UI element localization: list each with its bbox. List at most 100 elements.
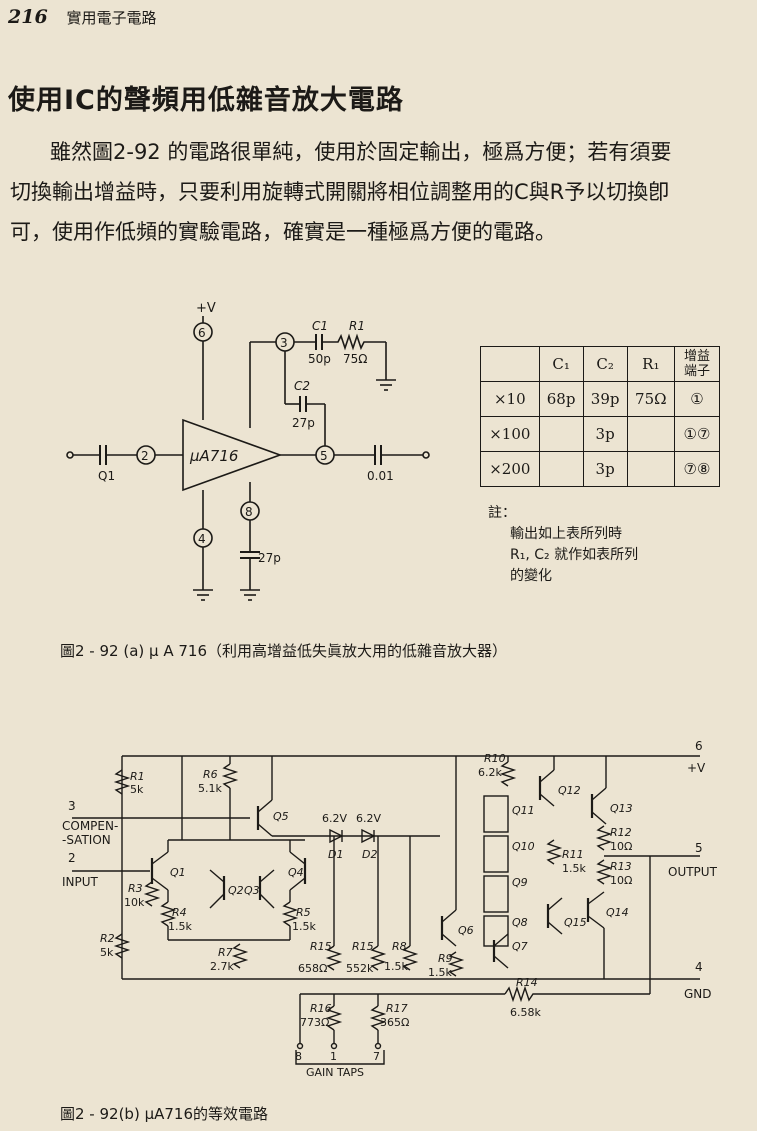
svg-text:2.7k: 2.7k [210,960,234,973]
svg-text:8: 8 [295,1050,302,1063]
table-note: 註： 輸出如上表所列時 R₁, C₂ 就作如表所列 的變化 [488,503,638,587]
svg-text:Q11: Q11 [512,804,535,817]
svg-text:10Ω: 10Ω [610,840,632,853]
svg-text:R7: R7 [218,946,233,959]
q7-transistor [492,933,509,969]
page-number: 216 [8,6,48,28]
svg-text:5: 5 [695,841,703,855]
svg-text:C2: C2 [294,379,310,393]
figure-a-caption: 圖2 - 92 (a) μ A 716（利用高增益低失眞放大用的低雜音放大器） [60,642,507,660]
svg-text:5k: 5k [130,783,144,796]
book-title: 實用電子電路 [66,9,157,27]
svg-text:1.5k: 1.5k [384,960,408,973]
svg-text:R8: R8 [392,940,407,953]
svg-text:Q6: Q6 [458,924,474,937]
svg-text:Q1: Q1 [170,866,186,879]
svg-text:75Ω: 75Ω [343,352,367,366]
svg-text:R17: R17 [386,1002,408,1015]
svg-text:R10: R10 [484,752,506,765]
tap-8-terminal [296,1042,304,1050]
svg-text:773Ω: 773Ω [300,1016,329,1029]
svg-text:R16: R16 [310,1002,332,1015]
q15-transistor [546,897,563,935]
svg-text:Q13: Q13 [610,802,633,815]
svg-text:50p: 50p [308,352,331,366]
tap-1-terminal [330,1042,338,1050]
svg-text:Q15: Q15 [564,916,587,929]
svg-text:Q5: Q5 [273,810,289,823]
svg-text:Q9: Q9 [512,876,528,889]
svg-text:-SATION: -SATION [62,833,111,847]
svg-text:Q14: Q14 [606,906,629,919]
note-label: 註： [488,505,516,521]
svg-text:6: 6 [198,326,206,340]
fa-input-terminal [66,451,74,459]
fa-chip-label: μA716 [189,447,238,465]
svg-text:1.5k: 1.5k [562,862,586,875]
svg-text:Q3: Q3 [244,884,260,897]
q13-transistor [590,787,607,825]
section-title: 使用IC的聲頻用低雜音放大電路 [8,85,404,116]
svg-text:OUTPUT: OUTPUT [668,865,718,879]
svg-text:Q7: Q7 [512,940,528,953]
q14-transistor [586,891,605,929]
svg-text:365Ω: 365Ω [380,1016,409,1029]
table-row: C₁ C₂ R₁ 增益端子 [480,346,720,382]
svg-text:0.01: 0.01 [367,469,394,483]
svg-text:2: 2 [141,449,149,463]
tap-7-terminal [374,1042,382,1050]
svg-text:2: 2 [68,851,76,865]
svg-text:C1: C1 [312,319,328,333]
svg-text:R3: R3 [128,882,143,895]
svg-text:5k: 5k [100,946,114,959]
svg-text:6: 6 [695,739,703,753]
svg-text:R2: R2 [100,932,115,945]
svg-text:D2: D2 [362,848,377,861]
q6-transistor [440,909,457,947]
svg-text:R4: R4 [172,906,187,919]
running-header: 216 實用電子電路 [8,6,156,28]
svg-text:Q8: Q8 [512,916,528,929]
q11-stack [483,795,509,833]
q12-transistor [538,769,555,807]
fa-vplus: +V [196,301,216,316]
svg-text:4: 4 [198,532,206,546]
svg-text:R1: R1 [349,319,365,333]
svg-text:Q1: Q1 [98,469,115,483]
svg-text:COMPEN-: COMPEN- [62,819,118,833]
svg-text:Q10: Q10 [512,840,535,853]
svg-text:6.2V: 6.2V [356,812,381,825]
figure-a-schematic: +V 6 μA716 Q1 2 3 C1 50p R1 75Ω C2 27p 5… [66,301,430,601]
note-line-2: R₁, C₂ 就作如表所列 [510,547,639,563]
svg-text:GND: GND [684,987,712,1001]
svg-text:3: 3 [68,799,76,813]
svg-text:R5: R5 [296,906,311,919]
svg-text:7: 7 [373,1050,380,1063]
fa-output-terminal [422,451,430,459]
svg-text:27p: 27p [292,416,315,430]
svg-text:8: 8 [245,505,253,519]
svg-text:R14: R14 [516,976,538,989]
q10-stack [483,835,509,873]
svg-text:Q12: Q12 [558,784,581,797]
figure-b-schematic: 6 +V 4 GND R1 5k R2 5k R3 10k 3 COMPEN- … [62,739,718,1079]
table-row: ×100 3p ①⑦ [480,416,720,452]
svg-text:6.2k: 6.2k [478,766,502,779]
note-line-3: 的變化 [510,568,552,584]
para-line-3: 可，使用作低頻的實驗電路，確實是一種極爲方便的電路。 [10,220,556,244]
svg-text:1.5k: 1.5k [428,966,452,979]
svg-text:10Ω: 10Ω [610,874,632,887]
d1-diode [329,828,344,844]
table-row: ×200 3p ⑦⑧ [480,451,720,487]
svg-text:INPUT: INPUT [62,875,99,889]
svg-text:+V: +V [687,761,706,775]
para-line-2: 切換輸出增益時，只要利用旋轉式開關將相位調整用的C與R予以切換卽 [10,180,670,204]
svg-text:27p: 27p [258,551,281,565]
q9-stack [483,875,509,913]
svg-text:6.58k: 6.58k [510,1006,541,1019]
svg-text:5: 5 [320,449,328,463]
body-paragraph: 雖然圖2-92 的電路很單純，使用於固定輸出，極爲方便；若有須要 切換輸出增益時… [10,132,750,252]
para-line-1: 雖然圖2-92 的電路很單純，使用於固定輸出，極爲方便；若有須要 [50,140,672,164]
note-line-1: 輸出如上表所列時 [510,526,622,542]
svg-text:1.5k: 1.5k [168,920,192,933]
